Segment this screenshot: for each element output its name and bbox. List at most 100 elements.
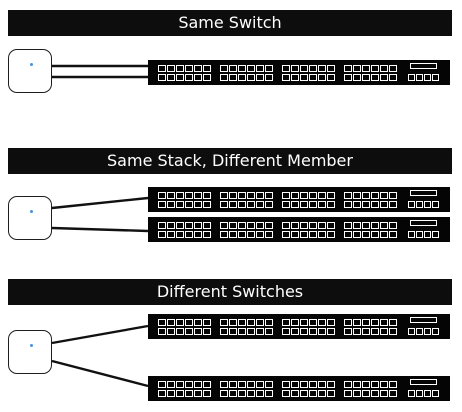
network-port <box>220 231 228 238</box>
network-port <box>167 381 175 388</box>
network-port <box>318 201 326 208</box>
network-port <box>318 65 326 72</box>
network-port <box>300 381 308 388</box>
network-port <box>389 231 397 238</box>
network-port <box>220 192 228 199</box>
network-port <box>318 381 326 388</box>
network-port <box>158 381 166 388</box>
network-port <box>167 222 175 229</box>
sfp-port <box>432 390 439 397</box>
network-port <box>291 192 299 199</box>
network-port <box>158 231 166 238</box>
network-port <box>238 231 246 238</box>
network-port <box>282 201 290 208</box>
network-port <box>194 74 202 81</box>
sfp-port <box>424 201 431 208</box>
network-port <box>389 319 397 326</box>
network-port <box>309 381 317 388</box>
network-port <box>282 231 290 238</box>
sfp-port <box>408 328 415 335</box>
network-port <box>203 201 211 208</box>
network-port <box>185 328 193 335</box>
sfp-port <box>408 201 415 208</box>
network-port <box>167 319 175 326</box>
network-port <box>362 328 370 335</box>
network-port <box>229 390 237 397</box>
section-title-same-switch: Same Switch <box>8 10 452 36</box>
network-port <box>380 390 388 397</box>
sfp-port <box>432 74 439 81</box>
switch-ports <box>158 190 439 208</box>
network-port <box>371 381 379 388</box>
network-port <box>158 201 166 208</box>
network-port <box>371 222 379 229</box>
network-port <box>291 390 299 397</box>
network-port <box>194 192 202 199</box>
network-port <box>256 319 264 326</box>
network-port <box>380 65 388 72</box>
network-port <box>318 231 326 238</box>
switch-ports <box>158 63 439 81</box>
network-port <box>265 65 273 72</box>
network-port <box>353 390 361 397</box>
network-port <box>362 390 370 397</box>
network-switch-icon <box>148 376 450 401</box>
network-port <box>282 328 290 335</box>
sfp-port <box>424 231 431 238</box>
network-port <box>247 192 255 199</box>
network-port <box>238 222 246 229</box>
network-port <box>238 201 246 208</box>
network-port <box>291 319 299 326</box>
network-port <box>203 192 211 199</box>
sfp-port <box>432 231 439 238</box>
network-port <box>318 390 326 397</box>
network-port <box>344 65 352 72</box>
network-port <box>344 381 352 388</box>
network-port <box>371 319 379 326</box>
network-port <box>327 74 335 81</box>
network-port <box>229 192 237 199</box>
network-port <box>176 74 184 81</box>
network-port <box>327 201 335 208</box>
network-port <box>380 222 388 229</box>
network-port <box>282 381 290 388</box>
network-port <box>318 74 326 81</box>
network-port <box>265 222 273 229</box>
network-port <box>203 319 211 326</box>
network-port <box>247 201 255 208</box>
network-port <box>265 390 273 397</box>
network-port <box>344 192 352 199</box>
network-port <box>256 201 264 208</box>
network-port <box>158 65 166 72</box>
network-port <box>194 328 202 335</box>
network-port <box>389 328 397 335</box>
network-port <box>327 328 335 335</box>
section-title-different-switches: Different Switches <box>8 279 452 305</box>
network-switch-icon <box>148 314 450 339</box>
network-port <box>247 231 255 238</box>
sfp-port <box>416 231 423 238</box>
network-port <box>238 74 246 81</box>
network-port <box>158 328 166 335</box>
network-port <box>344 74 352 81</box>
network-port <box>353 222 361 229</box>
network-port <box>344 390 352 397</box>
network-port <box>318 319 326 326</box>
network-port <box>371 328 379 335</box>
network-port <box>362 381 370 388</box>
network-port <box>353 381 361 388</box>
network-port <box>247 390 255 397</box>
network-port <box>327 231 335 238</box>
network-port <box>247 381 255 388</box>
network-port <box>256 381 264 388</box>
network-port <box>238 192 246 199</box>
network-port <box>247 222 255 229</box>
network-port <box>344 328 352 335</box>
network-port <box>309 192 317 199</box>
network-port <box>300 192 308 199</box>
network-port <box>362 65 370 72</box>
network-port <box>229 201 237 208</box>
cable <box>51 226 149 233</box>
network-port <box>203 231 211 238</box>
network-port <box>353 192 361 199</box>
